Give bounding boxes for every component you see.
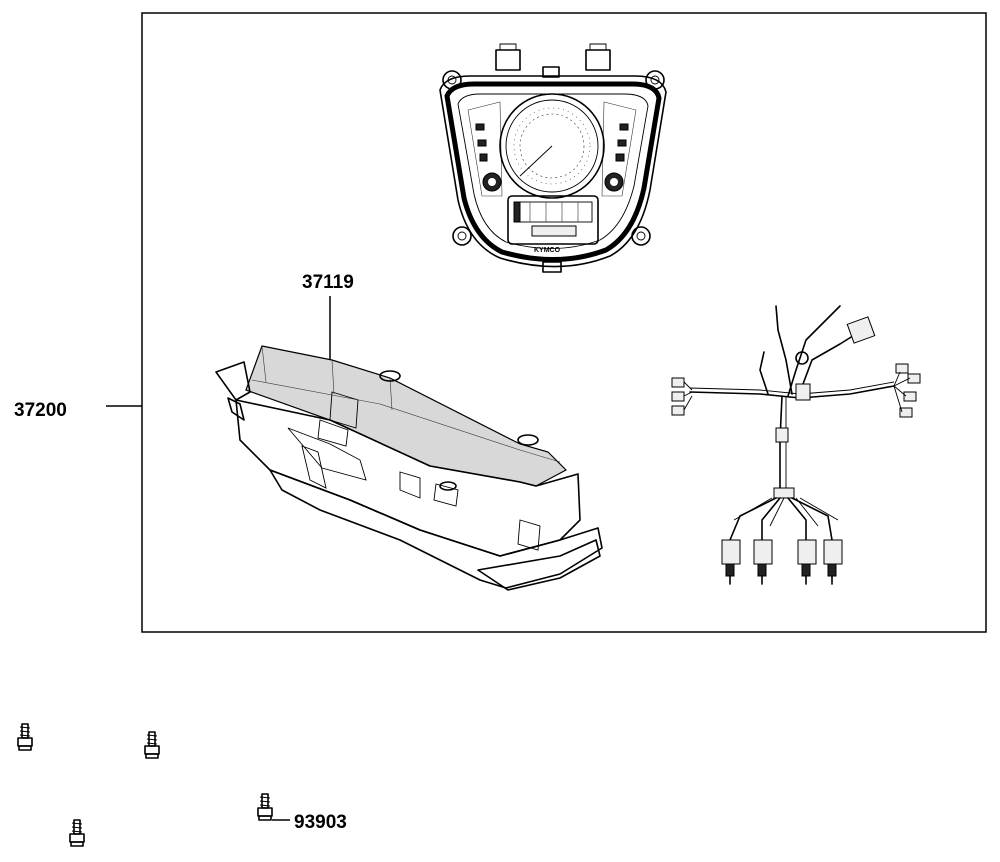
dashboard-brand: KYMCO [534, 247, 561, 254]
meter-case[interactable] [215, 345, 603, 591]
wire-harness[interactable] [671, 305, 921, 585]
screw-1[interactable] [17, 723, 33, 751]
label-37200[interactable]: 37200 [14, 400, 67, 421]
assembly-frame [141, 12, 987, 633]
label-37119[interactable]: 37119 [302, 272, 354, 293]
label-93903[interactable]: 93903 [294, 812, 347, 833]
screw-4[interactable] [69, 819, 85, 847]
instrument-cluster[interactable]: KYMCO [439, 43, 667, 273]
screw-3[interactable] [257, 793, 273, 821]
screw-2[interactable] [144, 731, 160, 759]
